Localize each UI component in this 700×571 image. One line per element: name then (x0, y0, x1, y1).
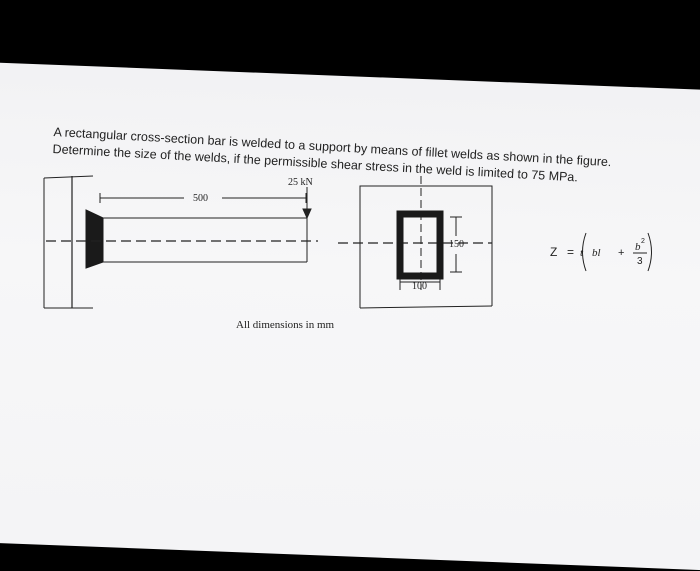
formula-denominator: 3 (637, 256, 643, 267)
support-wall (43, 175, 94, 309)
section-modulus-formula: Z = t bl + b 2 3 (550, 238, 645, 267)
formula-numerator-b: b (635, 241, 641, 253)
formula-t: t (580, 247, 584, 259)
width-dimension (399, 279, 441, 290)
dimensions-note: All dimensions in mm (236, 319, 335, 331)
formula-lhs: Z (550, 245, 557, 259)
length-label: 500 (193, 193, 208, 204)
formula-term-bl: bl (592, 247, 601, 259)
formula-equals: = (567, 245, 574, 259)
formula-right-paren (647, 232, 652, 272)
width-label: 100 (412, 281, 427, 292)
support-front-view (359, 185, 493, 309)
formula-numerator-exp: 2 (641, 238, 645, 245)
formula-left-paren (582, 232, 587, 272)
formula-plus: + (618, 247, 624, 259)
fillet-weld (85, 209, 104, 269)
bar (103, 217, 308, 263)
length-dimension (99, 193, 307, 203)
height-label: 150 (449, 239, 464, 250)
load-label: 25 kN (288, 177, 313, 188)
load-arrow (302, 187, 312, 220)
weld-diagram: 25 kN 500 150 100 Z = t bl + b 2 3 (43, 175, 652, 309)
weld-outline (396, 210, 444, 280)
height-dimension (450, 216, 462, 273)
